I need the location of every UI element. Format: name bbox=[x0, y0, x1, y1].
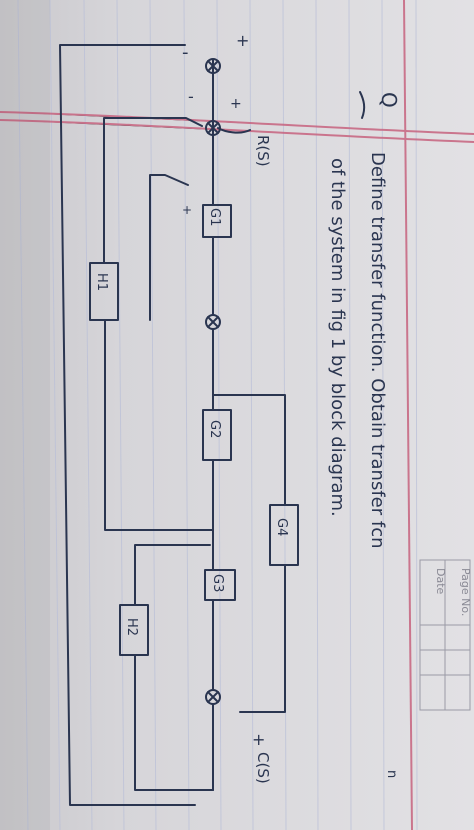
question-number: Q bbox=[377, 92, 401, 108]
block-diagram: R(S) + - + - G1 + bbox=[59, 31, 299, 806]
g2-block: G2 bbox=[202, 409, 232, 461]
h1-feedback-top bbox=[104, 319, 214, 531]
question-underline bbox=[359, 91, 366, 119]
g1-label: G1 bbox=[207, 208, 222, 226]
g3-label: G3 bbox=[210, 574, 225, 592]
question-line-1: Define transfer function. Obtain transfe… bbox=[367, 152, 388, 549]
output-plus: + bbox=[252, 730, 265, 749]
sum2-minus: - bbox=[188, 87, 194, 106]
sum2-plus: + bbox=[230, 96, 242, 112]
g1-plus: + bbox=[182, 203, 192, 217]
outer-feedback bbox=[59, 44, 196, 806]
g2-label: G2 bbox=[207, 420, 222, 438]
g4-label: G4 bbox=[274, 518, 289, 536]
h1-label: H1 bbox=[94, 273, 109, 291]
g3-block: G3 bbox=[204, 569, 236, 601]
h1-feedback-bottom bbox=[103, 117, 203, 264]
summing-junction-4 bbox=[205, 689, 221, 705]
question-superscript: n bbox=[384, 770, 399, 778]
g1-block: G1 bbox=[202, 204, 232, 238]
summing-junction-3 bbox=[205, 314, 221, 330]
summing-junction-1 bbox=[205, 58, 221, 74]
g4-branch-in bbox=[212, 394, 286, 506]
sum1-plus: + bbox=[236, 31, 249, 50]
question-text: Q Define transfer function. Obtain trans… bbox=[327, 91, 401, 778]
sum1-minus: - bbox=[182, 42, 189, 63]
summing-junction-2 bbox=[205, 120, 221, 136]
input-label: R(S) bbox=[254, 135, 272, 167]
page-no-label: Page No. bbox=[459, 568, 472, 616]
question-line-2: of the system in fig 1 by block diagram. bbox=[327, 158, 348, 517]
h2-label: H2 bbox=[124, 618, 139, 636]
h2-feedback-bottom bbox=[134, 544, 211, 606]
page-header-box: Page No. Date bbox=[419, 559, 472, 711]
date-label: Date bbox=[434, 568, 447, 595]
inner-feedback bbox=[149, 174, 189, 321]
output-label: C(S) bbox=[254, 752, 272, 784]
h2-feedback-top bbox=[134, 654, 214, 791]
g4-branch-out bbox=[239, 564, 286, 713]
